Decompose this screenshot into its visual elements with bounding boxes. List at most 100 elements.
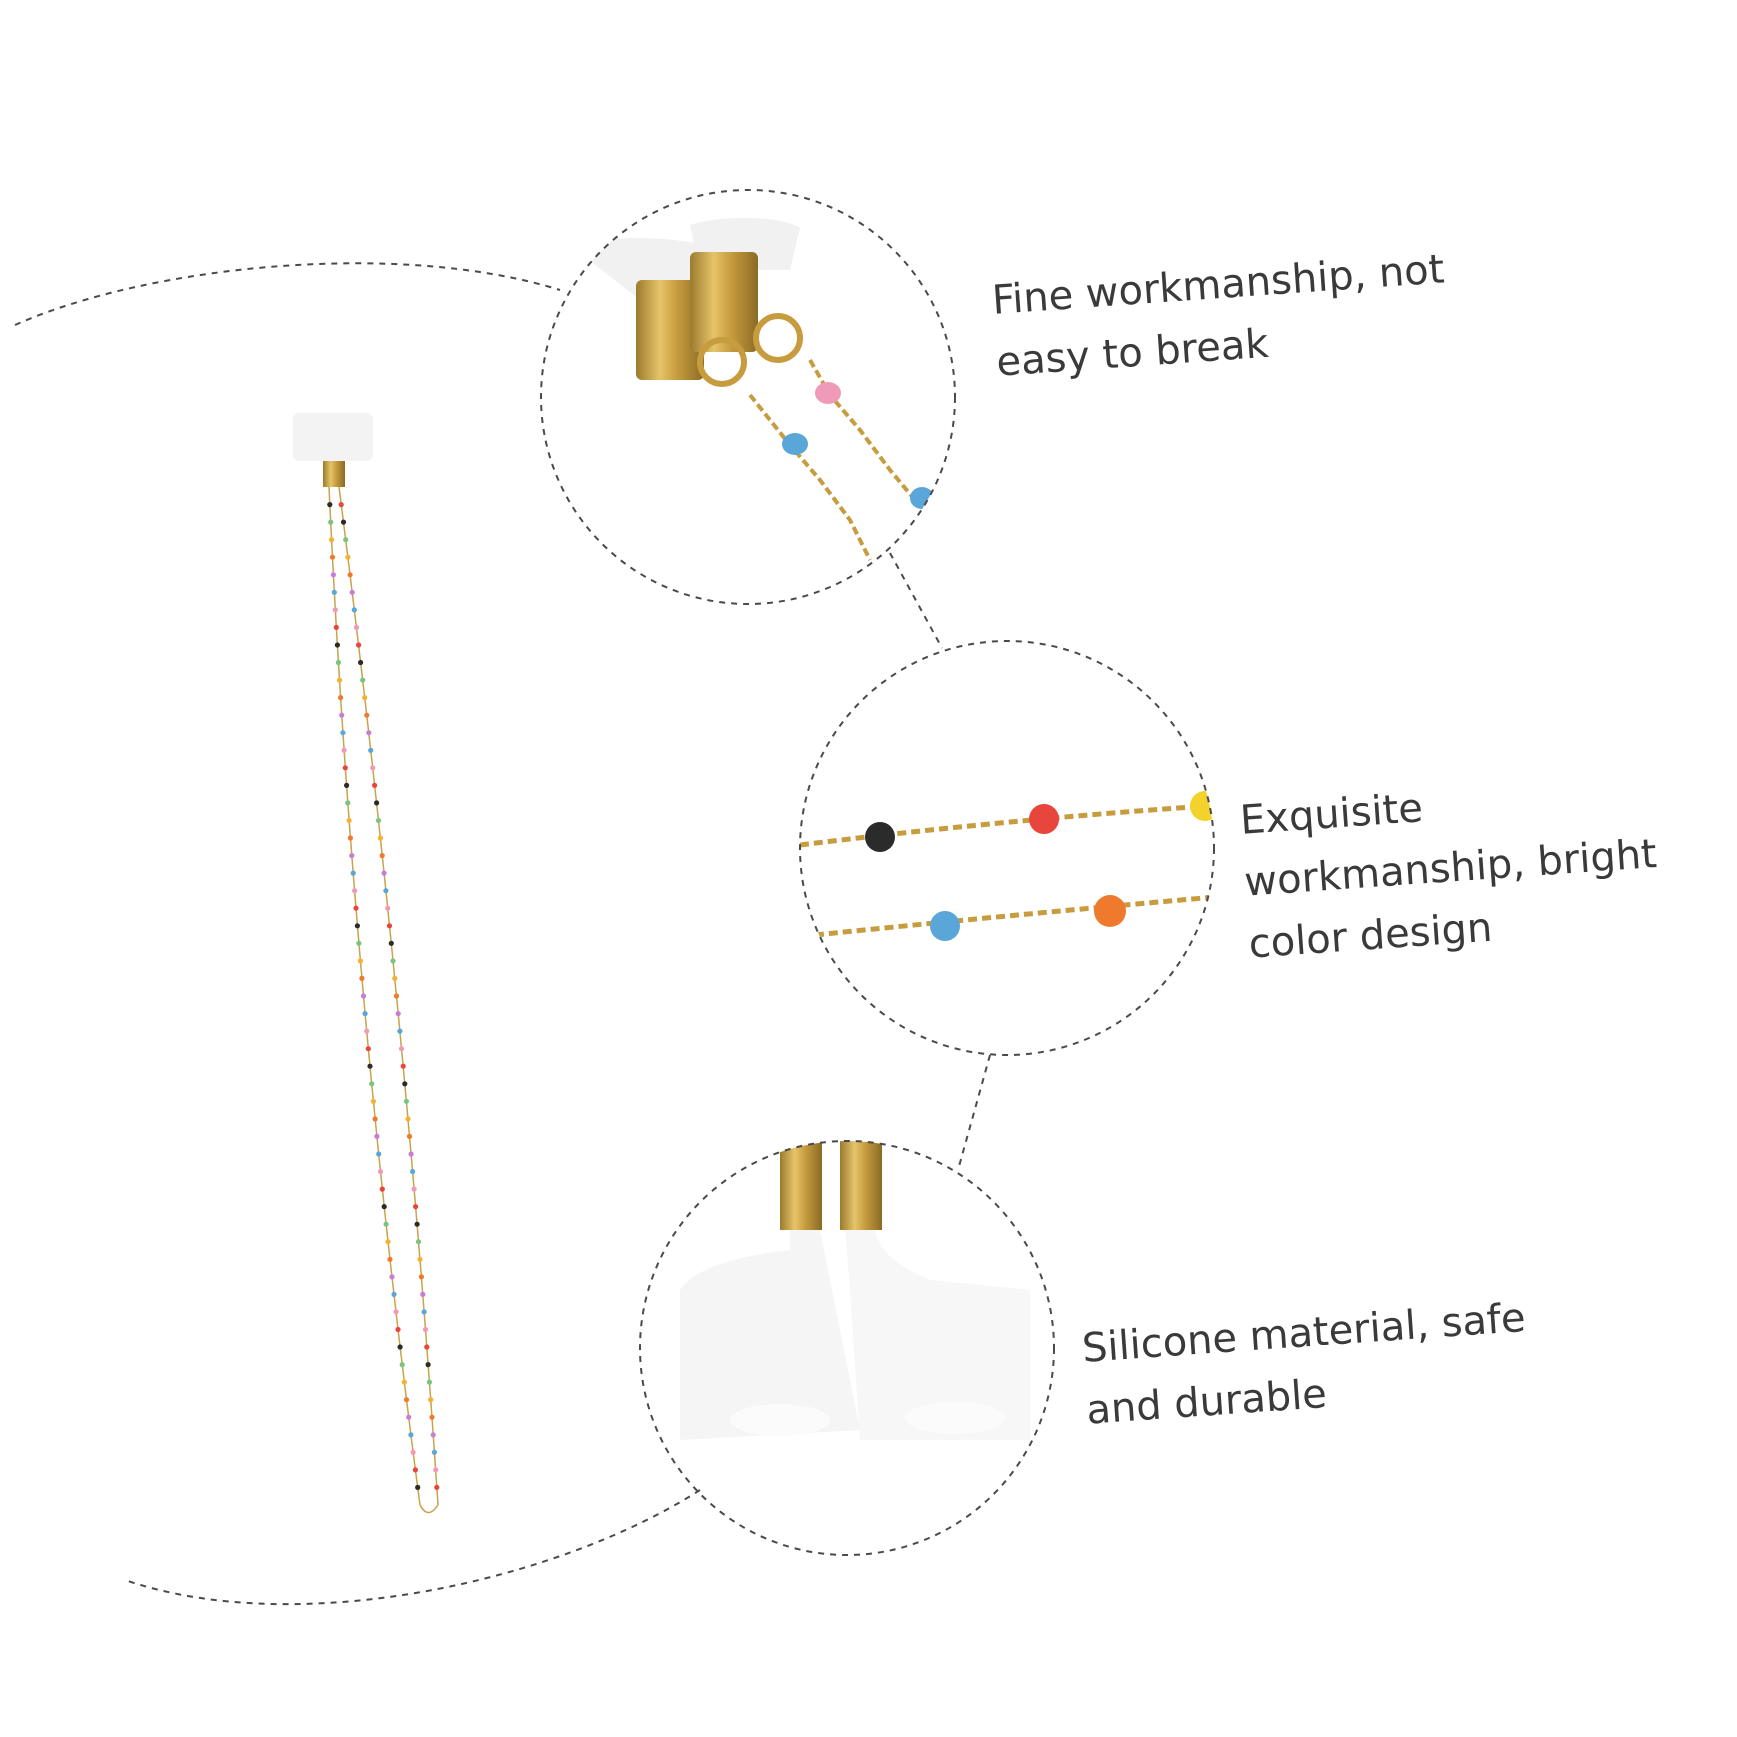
strap-bead — [364, 712, 370, 718]
strap-bead — [421, 1309, 427, 1315]
strap-bead — [413, 1204, 419, 1210]
strap-bead — [374, 1133, 380, 1139]
strap-bead — [374, 800, 380, 806]
strap-bead — [345, 800, 351, 806]
strap-bead — [336, 677, 343, 683]
strap-bead — [349, 589, 355, 595]
strap-bead — [389, 1274, 395, 1280]
strap-bead — [425, 1362, 431, 1368]
strap-bead — [376, 1151, 382, 1157]
strap-bead — [383, 1221, 389, 1227]
strap-bead — [406, 1414, 412, 1420]
strap-bead — [353, 905, 359, 911]
strap-bead — [372, 782, 378, 789]
strap-bead — [383, 888, 389, 894]
strap-bead — [360, 677, 366, 683]
strap-bead — [433, 1467, 439, 1473]
strap-bead — [327, 502, 333, 508]
strap-bead — [412, 1467, 418, 1473]
strap-bead — [397, 1344, 403, 1350]
strap-bead — [366, 730, 372, 736]
strap-bead — [390, 958, 396, 964]
strap-bead — [392, 975, 398, 982]
strap-chain-loop — [419, 1504, 439, 1514]
strap-bead — [346, 817, 352, 824]
strap-bead — [360, 993, 367, 999]
strap-bead — [358, 659, 364, 666]
strap-chain-strand — [338, 486, 439, 1506]
feature-caption-design: Exquisite workmanship, bright color desi… — [1238, 761, 1663, 975]
strap-bead — [340, 519, 347, 525]
strap-bead — [385, 905, 391, 911]
strap-bead — [403, 1098, 409, 1104]
strap-bead — [387, 1256, 393, 1262]
strap-bead — [359, 975, 365, 982]
strap-bead — [393, 993, 400, 999]
strap-bead — [381, 870, 387, 876]
strap-bead — [357, 958, 363, 964]
strap-bead — [370, 1098, 376, 1104]
strap-bead — [356, 642, 362, 648]
strap-bead — [403, 1397, 410, 1403]
strap-bead — [415, 1484, 421, 1490]
strap-bead — [397, 1028, 403, 1034]
strap-bead — [393, 1309, 399, 1315]
strap-bead — [353, 624, 360, 631]
strap-bead — [411, 1186, 417, 1192]
strap-bead — [385, 1239, 391, 1245]
strap-bead — [338, 502, 344, 508]
strap-bead — [341, 747, 347, 753]
strap-bead — [426, 1379, 432, 1385]
strap-bead — [330, 572, 336, 578]
connector-line-2 — [957, 1054, 991, 1171]
strap-bead — [418, 1274, 424, 1280]
strap-gold-clasp — [323, 461, 345, 487]
strap-bead — [349, 853, 355, 859]
strap-bead — [408, 1151, 414, 1157]
strap-bead — [375, 817, 382, 824]
strap-bead — [417, 1256, 423, 1262]
strap-bead — [379, 853, 385, 859]
strap-bead — [400, 1063, 406, 1069]
strap-bead — [347, 572, 353, 578]
strap-bead — [344, 782, 350, 789]
strap-bead — [328, 537, 335, 543]
strap-bead — [369, 1081, 375, 1087]
strap-bead — [331, 589, 337, 595]
strap-bead — [405, 1116, 411, 1122]
strap-bead — [406, 1133, 413, 1139]
strap-bead — [388, 940, 394, 946]
detail-circle-beads — [799, 640, 1215, 1056]
strap-bead — [424, 1344, 430, 1350]
strap-bead — [377, 835, 383, 841]
strap-bead — [345, 554, 351, 560]
detail-circle-clasp — [540, 189, 956, 605]
strap-bead — [377, 1168, 384, 1175]
strap-bead — [386, 923, 393, 929]
strap-bead — [362, 1011, 368, 1017]
strap-bead — [395, 1326, 401, 1333]
strap-bead — [372, 1116, 378, 1122]
strap-bead — [338, 695, 344, 701]
strap-bead — [356, 940, 362, 946]
detail-circle-silicone — [639, 1140, 1055, 1556]
strap-bead — [429, 1414, 435, 1420]
strap-bead — [347, 835, 353, 841]
strap-bead — [402, 1081, 408, 1087]
strap-bead — [368, 747, 374, 753]
strap-bead — [334, 642, 340, 648]
strap-bead — [410, 1168, 416, 1175]
strap-bead — [398, 1046, 405, 1052]
strap-bead — [328, 519, 334, 525]
strap-product — [293, 413, 440, 1514]
strap-bead — [362, 695, 368, 701]
connector-line-1 — [889, 552, 943, 649]
strap-bead — [399, 1362, 405, 1368]
strap-bead — [365, 1046, 371, 1052]
strap-bead — [401, 1379, 407, 1385]
strap-bead — [354, 923, 360, 929]
strap-bead — [431, 1449, 437, 1455]
strap-chain — [327, 486, 440, 1514]
strap-bead — [329, 554, 336, 560]
